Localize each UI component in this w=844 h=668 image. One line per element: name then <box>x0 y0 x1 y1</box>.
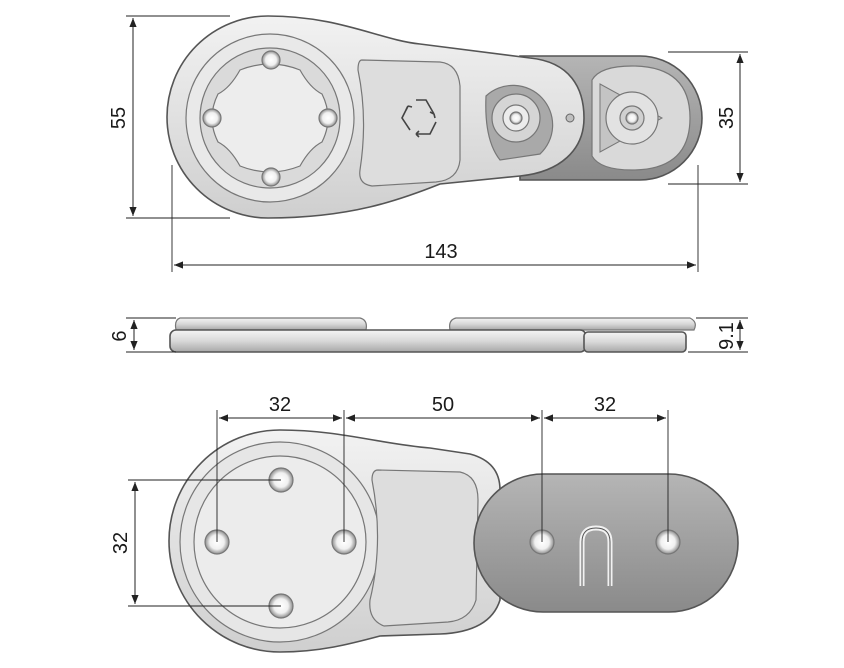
bottom-view: 32 50 32 32 <box>110 394 739 653</box>
dim-bottom-spacing-2: 50 <box>432 394 454 416</box>
top-screw-hole-left <box>202 108 222 128</box>
dim-bottom-spacing-3: 32 <box>594 394 616 416</box>
top-eye-hole <box>509 111 523 125</box>
side-view: 6 9.1 <box>109 317 748 353</box>
bottom-label-recess <box>369 469 479 627</box>
top-label-recess <box>357 59 461 187</box>
top-view: 55 143 35 <box>108 15 748 272</box>
recycle-icon <box>401 99 437 138</box>
dim-overall-height: 55 <box>108 107 130 129</box>
dim-bottom-vertical: 32 <box>110 532 132 554</box>
side-base-bar <box>169 329 587 353</box>
top-cam-hole <box>625 111 639 125</box>
top-screw-hole-right <box>318 108 338 128</box>
dim-bottom-spacing-1: 32 <box>269 394 291 416</box>
side-right-raised <box>449 317 696 331</box>
dim-small-plate-height: 35 <box>716 107 738 129</box>
dim-thickness-left: 6 <box>109 330 131 341</box>
top-cross-recess <box>211 63 329 173</box>
top-screw-hole-top <box>261 50 281 70</box>
top-screw-hole-bottom <box>261 167 281 187</box>
side-left-raised <box>174 317 367 331</box>
dim-overall-length: 143 <box>424 241 457 263</box>
bottom-oval-plate <box>473 473 739 613</box>
side-right-plate <box>583 331 687 353</box>
bottom-disc-inner <box>193 455 367 629</box>
dim-thickness-right: 9.1 <box>716 322 738 350</box>
top-pin-dot <box>565 113 575 123</box>
